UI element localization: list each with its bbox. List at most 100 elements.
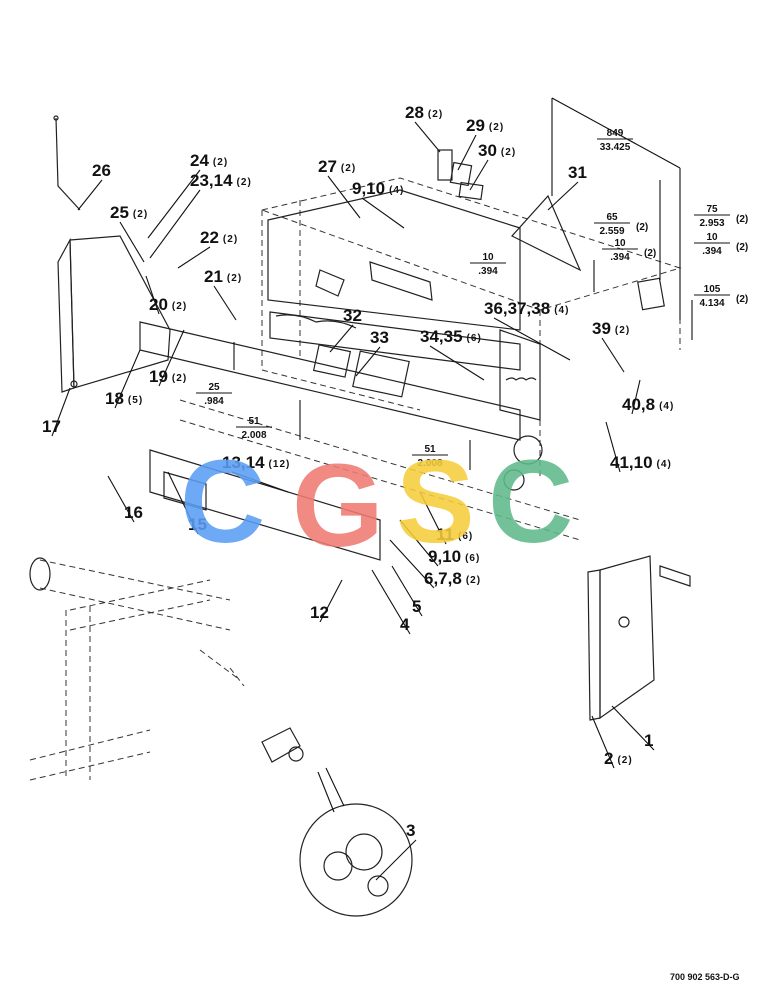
dimension-bottom-d849: 33.425	[600, 142, 631, 153]
callout-qty-c28: (2)	[428, 109, 443, 120]
callout-qty-c18: (5)	[128, 395, 143, 406]
leader-line-c23	[149, 189, 201, 259]
leader-line-c6	[389, 539, 435, 589]
leader-line-c24	[147, 169, 201, 239]
leader-line-c16	[107, 475, 135, 523]
callout-c33: 33	[370, 328, 389, 347]
callout-c9a: 9,10	[352, 179, 385, 198]
leader-line-c36	[493, 317, 571, 361]
callout-qty-c39: (2)	[615, 325, 630, 336]
dimension-labels: 84933.425752.953(2)652.559(2)10.394(2)10…	[196, 128, 748, 469]
dimension-d25: 25.984	[196, 382, 232, 407]
dimension-d10c: 10.394	[470, 252, 506, 277]
callout-c6: 6,7,8	[424, 569, 462, 588]
dimension-bottom-d75: 2.953	[699, 218, 724, 229]
callout-c27: 27	[318, 157, 337, 176]
callout-qty-c30: (2)	[501, 147, 516, 158]
callout-qty-c2: (2)	[617, 755, 632, 766]
dimension-top-d75: 75	[706, 204, 718, 215]
leader-line-c20	[145, 275, 160, 315]
leader-line-c13	[231, 471, 289, 493]
leader-line-c34	[429, 345, 485, 381]
callout-qty-c9a: (4)	[389, 185, 404, 196]
callout-c13: 13,14	[222, 453, 265, 472]
callout-c30: 30	[478, 141, 497, 160]
rod-part-26	[53, 115, 81, 211]
callout-c34: 34,35	[420, 327, 463, 346]
left-side-shield	[57, 235, 171, 393]
callout-c21: 21	[204, 267, 223, 286]
drive-gears	[503, 435, 543, 491]
dimension-bottom-d51b: 2.008	[417, 458, 442, 469]
callout-c23: 23,14	[190, 171, 233, 190]
leader-line-c2	[591, 715, 615, 769]
callout-c4: 4	[400, 615, 410, 634]
leader-line-c25	[119, 221, 145, 263]
dimension-count-d10a: (2)	[644, 248, 656, 259]
callout-c39: 39	[592, 319, 611, 338]
dimension-d849: 849 33.425	[597, 128, 633, 153]
callout-c36: 36,37,38	[484, 299, 550, 318]
dimension-bottom-d10b: .394	[702, 246, 722, 257]
leader-line-c40	[631, 379, 641, 415]
leader-line-c1	[611, 705, 655, 751]
watermark-letter-2: G	[292, 440, 384, 572]
callout-qty-c11: (6)	[458, 531, 473, 542]
leader-line-c22	[177, 246, 211, 269]
callout-qty-c25: (2)	[133, 209, 148, 220]
callout-c12: 12	[310, 603, 329, 622]
dimension-d51a: 512.008	[236, 416, 272, 441]
leader-line-c31	[547, 181, 579, 211]
callout-c41: 41,10	[610, 453, 653, 472]
callout-c11: 11	[436, 525, 454, 544]
leader-line-c27	[327, 175, 361, 219]
leader-line-c19	[158, 329, 185, 387]
dimension-top-d65: 65	[606, 212, 618, 223]
callout-c32: 32	[343, 306, 362, 325]
front-panel	[139, 321, 521, 561]
dimension-d51b: 512.008	[412, 444, 448, 469]
callout-c5: 5	[412, 597, 421, 616]
dimension-top-d51a: 51	[248, 416, 260, 427]
callout-c17: 17	[42, 417, 61, 436]
leader-line-c39	[601, 337, 625, 373]
dimension-count-d10b: (2)	[736, 242, 748, 253]
dimension-top-d10a: 10	[614, 238, 626, 249]
leader-line-c15	[167, 471, 199, 535]
right-side-shield	[587, 555, 691, 721]
dimension-d10a: 10 .394 (2)	[602, 238, 656, 263]
dimension-top-d10b: 10	[706, 232, 718, 243]
leader-line-c5	[391, 565, 423, 617]
dimension-d75: 75 2.953 (2)	[694, 204, 748, 229]
callout-qty-c36: (4)	[554, 305, 569, 316]
callout-c9b: 9,10	[428, 547, 461, 566]
watermark-letter-3: S	[396, 436, 475, 568]
callout-qty-c6: (2)	[466, 575, 481, 586]
callout-c29: 29	[466, 116, 485, 135]
dimension-bottom-d65: 2.559	[599, 226, 624, 237]
callout-c40: 40,8	[622, 395, 655, 414]
callout-qty-c21: (2)	[227, 273, 242, 284]
watermark-letter-1: C	[180, 436, 265, 568]
leader-line-c33	[355, 346, 381, 377]
leader-line-c32	[329, 324, 354, 353]
callout-qty-c29: (2)	[489, 122, 504, 133]
dimension-bottom-d10a: .394	[610, 252, 630, 263]
dimension-count-d75: (2)	[736, 214, 748, 225]
dimension-top-d105: 105	[704, 284, 721, 295]
leader-line-c9a	[361, 197, 405, 229]
dimension-count-d105: (2)	[736, 294, 748, 305]
drawing-number: 700 902 563-D-G	[670, 972, 740, 982]
callout-c18: 18	[105, 389, 124, 408]
leader-line-c26	[77, 179, 103, 211]
callout-c31: 31	[568, 163, 587, 182]
dimension-d10b: 10 .394 (2)	[694, 232, 748, 257]
dimension-top-d849: 849	[607, 128, 624, 139]
dimension-lines	[233, 97, 693, 470]
callout-qty-c27: (2)	[341, 163, 356, 174]
callout-c3: 3	[406, 821, 415, 840]
leader-line-c3	[375, 839, 417, 881]
callout-qty-c40: (4)	[659, 401, 674, 412]
leader-line-c17	[51, 387, 71, 437]
